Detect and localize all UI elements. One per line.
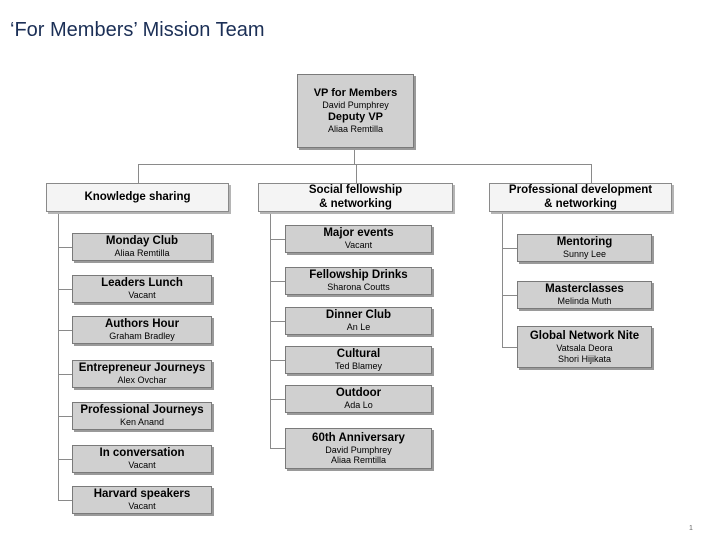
item-branch	[58, 416, 72, 417]
item-branch	[502, 295, 517, 296]
item-fellowship-drinks: Fellowship Drinks Sharona Coutts	[285, 267, 432, 295]
item-title: 60th Anniversary	[312, 431, 405, 444]
item-title: Professional Journeys	[80, 404, 204, 417]
item-person: Shori Hijikata	[557, 353, 612, 364]
deputy-role: Deputy VP	[327, 111, 383, 123]
header-professional-development: Professional development & networking	[489, 183, 672, 212]
item-leaders-lunch: Leaders Lunch Vacant	[72, 275, 212, 303]
item-title: Leaders Lunch	[101, 277, 183, 290]
header-line: Professional development	[508, 183, 653, 196]
vp-role: VP for Members	[313, 87, 398, 100]
item-person: Graham Bradley	[109, 331, 175, 342]
item-title: Mentoring	[556, 236, 613, 249]
vp-down-connector	[354, 148, 355, 164]
item-person: Vacant	[344, 240, 373, 251]
item-branch	[58, 330, 72, 331]
col1-spine	[58, 212, 59, 501]
item-major-events: Major events Vacant	[285, 225, 432, 253]
item-authors-hour: Authors Hour Graham Bradley	[72, 316, 212, 344]
item-person: David Pumphrey	[325, 444, 392, 455]
item-outdoor: Outdoor Ada Lo	[285, 385, 432, 413]
item-title: Harvard speakers	[93, 488, 191, 501]
item-person: Ada Lo	[344, 400, 373, 411]
header-line: Social fellowship	[308, 183, 403, 196]
item-person: Vacant	[128, 290, 156, 301]
item-title: Cultural	[336, 348, 381, 361]
item-title: Major events	[323, 227, 394, 240]
item-global-network-nite: Global Network Nite Vatsala Deora Shori …	[517, 326, 652, 368]
vp-name: David Pumphrey	[322, 100, 389, 111]
item-title: Masterclasses	[545, 283, 624, 296]
item-title: In conversation	[99, 447, 185, 460]
slide-title: ‘For Members’ Mission Team	[10, 19, 265, 41]
item-masterclasses: Masterclasses Melinda Muth	[517, 281, 652, 309]
item-person: Sharona Coutts	[327, 282, 390, 293]
item-person: Alex Ovchar	[117, 375, 167, 386]
item-branch	[502, 347, 517, 348]
header-knowledge-sharing: Knowledge sharing	[46, 183, 229, 212]
item-title: Fellowship Drinks	[309, 269, 408, 282]
header-line: & networking	[544, 197, 617, 210]
col1-down-connector	[138, 164, 139, 183]
item-in-conversation: In conversation Vacant	[72, 445, 212, 473]
col3-down-connector	[591, 164, 592, 183]
item-branch	[58, 459, 72, 460]
item-branch	[270, 448, 285, 449]
item-title: Entrepreneur Journeys	[78, 362, 206, 375]
item-person: Aliaa Remtilla	[114, 248, 170, 259]
item-cultural: Cultural Ted Blamey	[285, 346, 432, 374]
item-60th-anniversary: 60th Anniversary David Pumphrey Aliaa Re…	[285, 428, 432, 469]
item-branch	[502, 248, 517, 249]
col3-spine	[502, 212, 503, 347]
item-title: Monday Club	[105, 235, 179, 248]
item-mentoring: Mentoring Sunny Lee	[517, 234, 652, 262]
vp-box: VP for Members David Pumphrey Deputy VP …	[297, 74, 414, 148]
header-line: & networking	[319, 197, 392, 210]
item-title: Dinner Club	[325, 309, 392, 322]
header-social-fellowship: Social fellowship & networking	[258, 183, 453, 212]
top-horizontal-connector	[138, 164, 592, 165]
item-person: Ken Anand	[119, 417, 165, 428]
item-branch	[58, 289, 72, 290]
item-branch	[58, 247, 72, 248]
item-entrepreneur-journeys: Entrepreneur Journeys Alex Ovchar	[72, 360, 212, 388]
item-branch	[58, 374, 72, 375]
col2-down-connector	[356, 164, 357, 183]
item-harvard-speakers: Harvard speakers Vacant	[72, 486, 212, 514]
item-title: Global Network Nite	[529, 330, 640, 343]
item-person: Aliaa Remtilla	[330, 455, 387, 466]
item-branch	[270, 239, 285, 240]
deputy-name: Aliaa Remtilla	[327, 124, 384, 135]
item-person: Ted Blamey	[334, 361, 383, 372]
item-branch	[270, 360, 285, 361]
item-branch	[270, 321, 285, 322]
item-dinner-club: Dinner Club An Le	[285, 307, 432, 335]
item-person: Melinda Muth	[557, 296, 612, 307]
item-title: Outdoor	[335, 387, 382, 400]
item-person: Vatsala Deora	[556, 343, 613, 354]
item-branch	[58, 500, 72, 501]
header-line: Knowledge sharing	[84, 190, 191, 203]
item-title: Authors Hour	[104, 318, 180, 331]
item-professional-journeys: Professional Journeys Ken Anand	[72, 402, 212, 430]
page-number: 1	[689, 525, 693, 532]
item-person: Sunny Lee	[562, 249, 607, 260]
item-person: Vacant	[128, 460, 156, 471]
item-monday-club: Monday Club Aliaa Remtilla	[72, 233, 212, 261]
item-person: An Le	[346, 322, 371, 333]
item-person: Vacant	[128, 501, 156, 512]
col2-spine	[270, 212, 271, 449]
item-branch	[270, 399, 285, 400]
item-branch	[270, 281, 285, 282]
